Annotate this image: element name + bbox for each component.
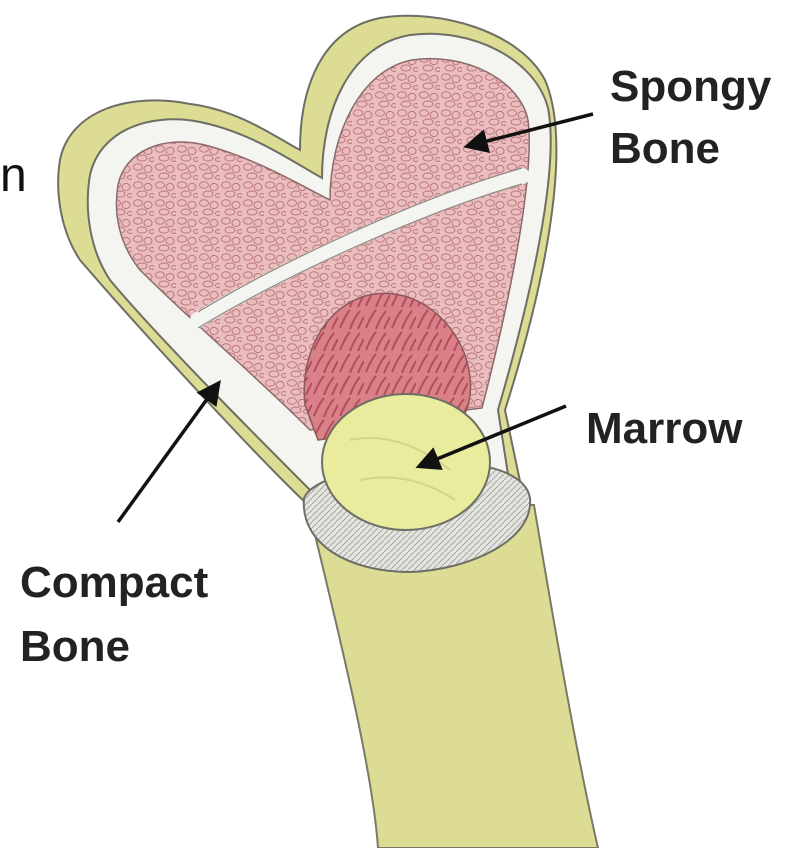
compact-bone-arrow	[118, 384, 218, 522]
yellow-marrow-disc	[322, 394, 490, 530]
edge-text-fragment: n	[0, 148, 27, 203]
spongy-bone-label-line1: Spongy	[610, 62, 771, 112]
compact-bone-label-line1: Compact	[20, 558, 208, 608]
marrow-label: Marrow	[586, 404, 742, 454]
compact-bone-label-line2: Bone	[20, 622, 130, 672]
spongy-bone-label-line2: Bone	[610, 124, 720, 174]
